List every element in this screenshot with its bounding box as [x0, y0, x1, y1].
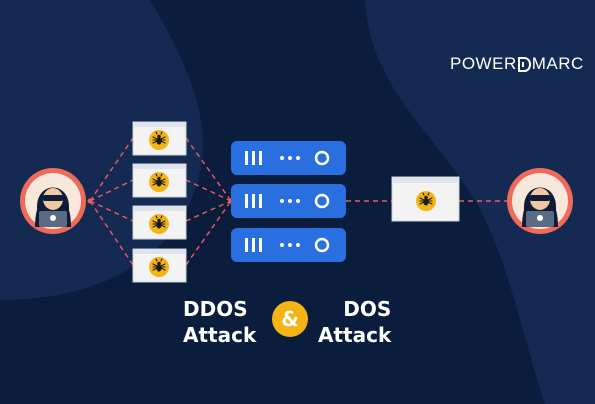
link-card-1-server — [185, 137, 232, 202]
server-icon — [231, 141, 346, 262]
server-unit-3 — [231, 228, 346, 262]
brand-logo: POWER MARC — [450, 52, 584, 76]
link-attacker-card-2 — [89, 179, 134, 202]
brand-name-part2: MARC — [531, 54, 584, 73]
bug-icon — [148, 171, 170, 193]
dos-attack-label: DOS Attack — [318, 296, 391, 348]
link-card-4-server — [185, 200, 232, 266]
brand-d-mark-icon — [517, 56, 531, 72]
dos-label-line2: Attack — [318, 323, 392, 347]
link-attacker-card-3 — [89, 200, 134, 222]
bug-card-3 — [132, 205, 187, 240]
hacker-avatar-icon — [507, 168, 573, 234]
bug-icon — [148, 256, 170, 278]
server-unit-1 — [231, 141, 346, 175]
bug-card-2 — [132, 163, 187, 198]
brand-name-part1: POWER — [450, 54, 517, 73]
ddos-attack-label: DDOS Attack — [183, 296, 256, 348]
bug-card-1 — [132, 121, 187, 156]
server-unit-2 — [231, 184, 346, 218]
ampersand-badge: & — [272, 301, 308, 337]
bug-card-4 — [132, 248, 187, 283]
bug-icon — [148, 213, 170, 235]
background-shape-right — [365, 0, 595, 404]
bug-icon — [148, 129, 170, 151]
ddos-label-line1: DDOS — [183, 297, 248, 321]
bug-card-dos — [391, 176, 460, 222]
ddos-label-line2: Attack — [183, 323, 257, 347]
bug-icon — [415, 190, 437, 212]
dos-label-line1: DOS — [343, 297, 392, 321]
hacker-avatar-icon — [20, 168, 86, 234]
link-attacker-card-4 — [89, 200, 134, 266]
link-attacker-card-1 — [89, 137, 134, 202]
